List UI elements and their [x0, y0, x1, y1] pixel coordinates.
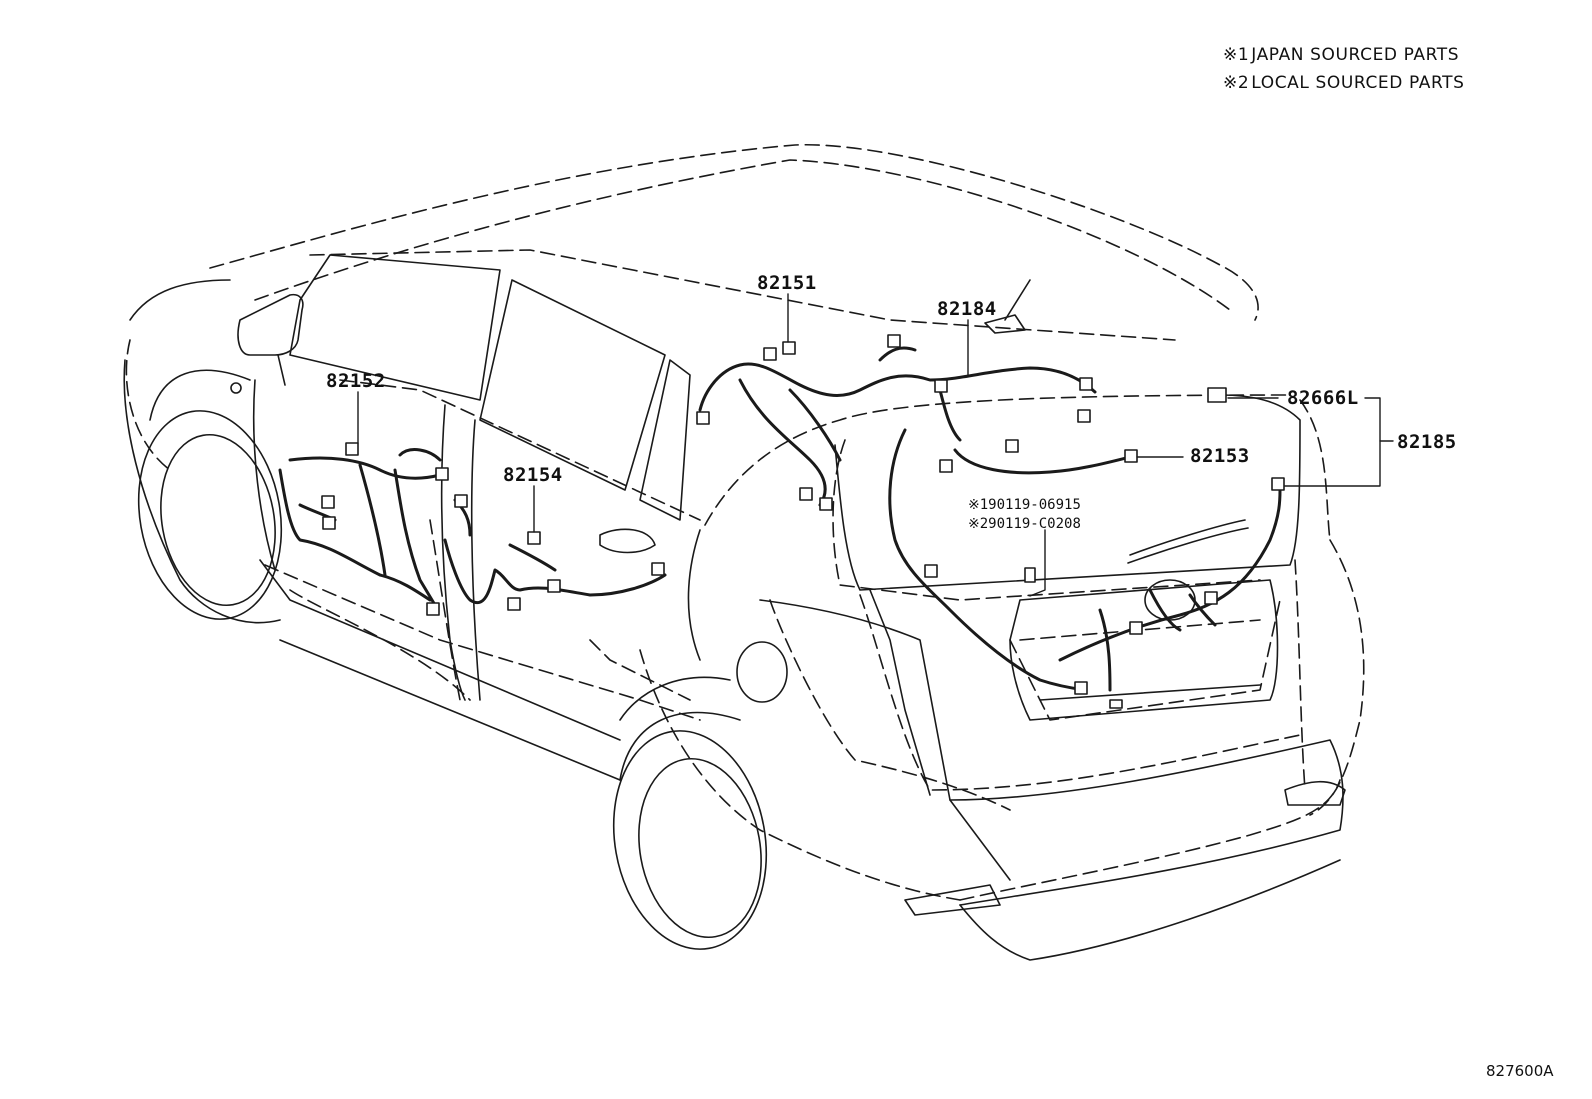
callout-82184: 82184 — [937, 298, 997, 320]
callout-82151: 82151 — [757, 272, 817, 294]
leader-lines — [357, 293, 1394, 597]
callout-82666L: 82666L — [1287, 387, 1359, 409]
connectors — [321, 334, 1285, 709]
legend-mark: ※2 — [1223, 73, 1250, 93]
callout-82153: 82153 — [1190, 445, 1250, 467]
callout-82154: 82154 — [503, 464, 563, 486]
legend-text: LOCAL SOURCED PARTS — [1251, 73, 1465, 93]
body-outline-solid — [123, 254, 1346, 961]
legend-mark: ※1 — [1223, 45, 1250, 65]
fastener-note-local: ※290119-C0208 — [968, 516, 1081, 532]
fastener-note-japan: ※190119-06915 — [968, 497, 1081, 513]
callout-82152: 82152 — [326, 370, 386, 392]
legend-text: JAPAN SOURCED PARTS — [1251, 45, 1460, 65]
wiring-harnesses — [278, 346, 1282, 692]
callout-82185: 82185 — [1397, 431, 1457, 453]
diagram-code: 827600A — [1486, 1062, 1554, 1080]
body-outline-dashed — [125, 143, 1365, 901]
